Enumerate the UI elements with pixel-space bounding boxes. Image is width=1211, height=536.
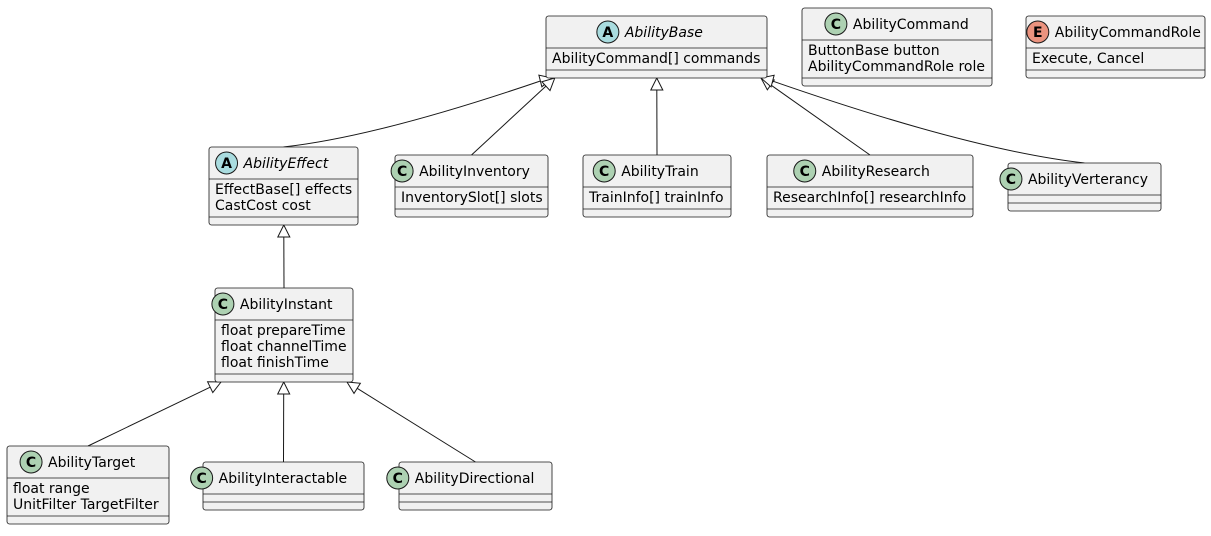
inheritance-edges bbox=[88, 75, 1085, 462]
edge-line bbox=[284, 81, 541, 147]
edge-line bbox=[773, 81, 1085, 163]
class-name: AbilityInstant bbox=[240, 297, 333, 313]
class-field: float range bbox=[13, 481, 90, 497]
inheritance-edge-ability-effect bbox=[284, 75, 553, 147]
class-field: AbilityCommand[] commands bbox=[552, 51, 760, 67]
class-field: AbilityCommandRole role bbox=[808, 59, 985, 75]
class-name: AbilityCommandRole bbox=[1055, 25, 1201, 41]
class-name: AbilityTrain bbox=[621, 164, 699, 180]
class-name: AbilityVerterancy bbox=[1028, 172, 1148, 188]
edge-line bbox=[357, 388, 475, 462]
inheritance-arrowhead-icon bbox=[347, 382, 360, 393]
class-field: UnitFilter TargetFilter bbox=[13, 497, 159, 513]
inheritance-arrowhead-icon bbox=[278, 225, 290, 237]
edge-line bbox=[88, 387, 210, 446]
class-name: AbilityDirectional bbox=[415, 471, 535, 487]
stereotype-letter: C bbox=[599, 164, 609, 180]
inheritance-edge-ability-directional bbox=[347, 382, 476, 462]
inheritance-arrowhead-icon bbox=[651, 78, 663, 90]
inheritance-edge-ability-target bbox=[88, 382, 221, 446]
inheritance-edge-ability-verterancy bbox=[761, 75, 1085, 163]
stereotype-letter: C bbox=[1006, 172, 1016, 188]
class-field: float channelTime bbox=[221, 339, 347, 355]
class-field: float prepareTime bbox=[221, 323, 346, 339]
class-box-ability-interactable: C AbilityInteractable bbox=[191, 462, 364, 510]
stereotype-letter: C bbox=[800, 164, 810, 180]
class-field: ButtonBase button bbox=[808, 43, 940, 59]
inheritance-edge-ability-inventory bbox=[472, 78, 555, 155]
class-field: ResearchInfo[] researchInfo bbox=[773, 190, 966, 206]
stereotype-letter: E bbox=[1033, 25, 1043, 41]
stereotype-letter: C bbox=[218, 297, 228, 313]
stereotype-letter: A bbox=[221, 156, 232, 172]
stereotype-letter: C bbox=[397, 164, 407, 180]
class-field: InventorySlot[] slots bbox=[401, 190, 543, 206]
class-name: AbilityInventory bbox=[419, 164, 530, 180]
class-box-ability-directional: C AbilityDirectional bbox=[387, 462, 552, 510]
edge-line bbox=[771, 85, 870, 155]
class-field: CastCost cost bbox=[215, 198, 311, 214]
class-field: TrainInfo[] trainInfo bbox=[588, 190, 724, 206]
class-name: AbilityEffect bbox=[243, 156, 329, 172]
stereotype-letter: C bbox=[831, 17, 841, 33]
class-name: AbilityInteractable bbox=[219, 471, 348, 487]
class-name: AbilityResearch bbox=[822, 164, 930, 180]
inheritance-edge-ability-interactable bbox=[278, 382, 290, 462]
class-field: EffectBase[] effects bbox=[215, 182, 352, 198]
class-field: float finishTime bbox=[221, 355, 329, 371]
stereotype-letter: C bbox=[26, 455, 36, 471]
class-name: AbilityTarget bbox=[48, 455, 136, 471]
stereotype-letter: C bbox=[197, 471, 207, 487]
class-field: Execute, Cancel bbox=[1032, 51, 1144, 67]
class-name: AbilityBase bbox=[624, 25, 703, 41]
inheritance-edge-ability-train bbox=[651, 78, 663, 155]
inheritance-edge-ability-instant bbox=[278, 225, 290, 288]
edge-line bbox=[472, 86, 546, 155]
inheritance-arrowhead-icon bbox=[278, 382, 290, 394]
stereotype-letter: A bbox=[602, 25, 613, 41]
class-box-ability-verterancy: C AbilityVerterancy bbox=[1000, 163, 1161, 211]
inheritance-edge-ability-research bbox=[761, 78, 870, 155]
class-name: AbilityCommand bbox=[853, 17, 969, 33]
stereotype-letter: C bbox=[393, 471, 403, 487]
